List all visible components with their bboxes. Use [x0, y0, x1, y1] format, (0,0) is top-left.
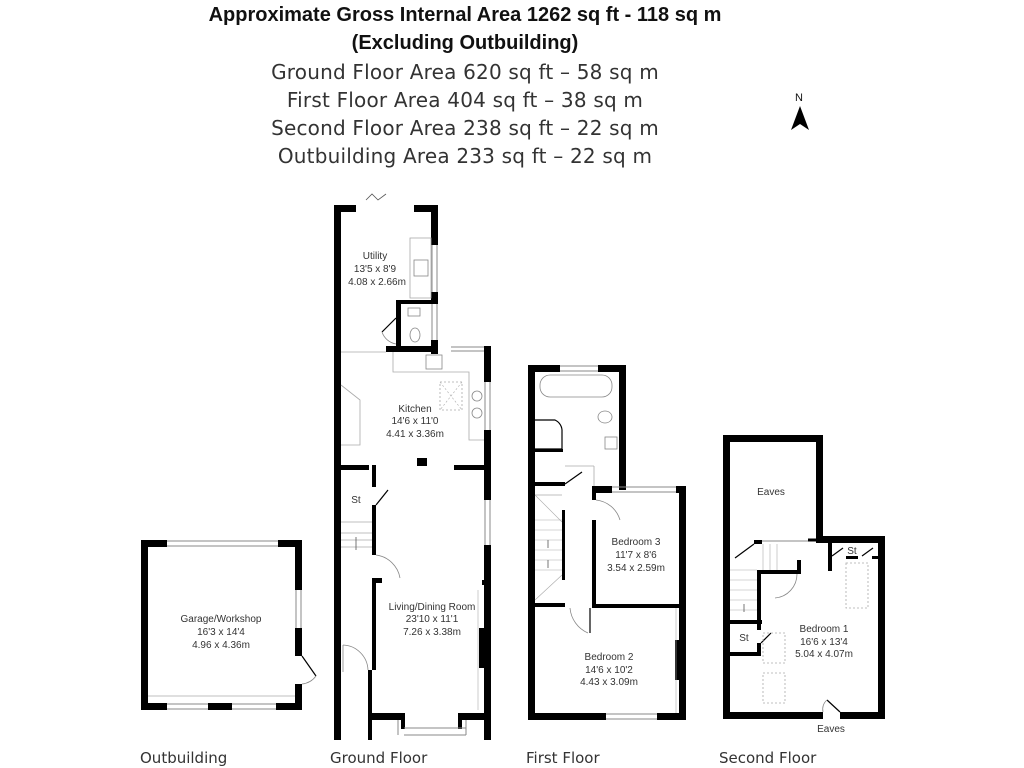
ground-floor-label: Ground Floor [330, 749, 428, 767]
living-dining-metric: 7.26 x 3.38m [403, 627, 461, 638]
utility-metric: 4.08 x 2.66m [348, 277, 406, 288]
kitchen-imperial: 14'6 x 11'0 [391, 416, 438, 427]
bedroom-1-metric: 5.04 x 4.07m [795, 649, 853, 660]
north-arrow-icon [791, 106, 809, 130]
outbuilding-floor-label: Outbuilding [140, 749, 227, 767]
bedroom-3-metric: 3.54 x 2.59m [607, 563, 665, 574]
ground-st-label: St [351, 495, 361, 506]
north-label: N [795, 92, 803, 104]
gross-area-subtitle: (Excluding Outbuilding) [351, 32, 579, 54]
first-floor-label: First Floor [526, 749, 600, 767]
second-floor-area: Second Floor Area 238 sq ft – 22 sq m [271, 116, 659, 140]
garage-workshop-label: Garage/Workshop [181, 614, 262, 625]
room-labels: Garage/Workshop 16'3 x 14'4 4.96 x 4.36m… [181, 251, 857, 735]
kitchen-metric: 4.41 x 3.36m [386, 429, 444, 440]
second-st-left-label: St [739, 633, 749, 644]
bedroom-2-imperial: 14'6 x 10'2 [585, 665, 633, 676]
kitchen-label: Kitchen [398, 404, 431, 415]
bedroom-2-metric: 4.43 x 3.09m [580, 677, 638, 688]
utility-imperial: 13'5 x 8'9 [354, 264, 397, 275]
bedroom-1-imperial: 16'6 x 13'4 [800, 637, 848, 648]
eaves-top-label: Eaves [757, 487, 785, 498]
bedroom-3-imperial: 11'7 x 8'6 [615, 550, 657, 561]
garage-workshop-imperial: 16'3 x 14'4 [197, 627, 245, 638]
outbuilding-area: Outbuilding Area 233 sq ft – 22 sq m [277, 144, 653, 168]
eaves-bottom-label: Eaves [817, 724, 845, 735]
gross-area-title: Approximate Gross Internal Area 1262 sq … [208, 4, 722, 26]
first-floor-plan [528, 365, 686, 720]
garage-workshop-metric: 4.96 x 4.36m [192, 640, 250, 651]
living-dining-label: Living/Dining Room [389, 602, 476, 613]
utility-label: Utility [363, 251, 387, 262]
bedroom-2-label: Bedroom 2 [585, 652, 634, 663]
floor-labels: Outbuilding Ground Floor First Floor Sec… [140, 749, 817, 767]
second-floor-label: Second Floor [719, 749, 817, 767]
second-floor-plan [723, 435, 885, 719]
second-st-right-label: St [847, 546, 857, 557]
living-dining-imperial: 23'10 x 11'1 [406, 614, 459, 625]
first-floor-area: First Floor Area 404 sq ft – 38 sq m [286, 88, 644, 112]
bedroom-1-label: Bedroom 1 [800, 624, 849, 635]
ground-floor-area: Ground Floor Area 620 sq ft – 58 sq m [271, 60, 659, 84]
outbuilding-plan [141, 540, 317, 710]
bedroom-3-label: Bedroom 3 [612, 537, 661, 548]
ground-floor-plan [334, 193, 491, 740]
